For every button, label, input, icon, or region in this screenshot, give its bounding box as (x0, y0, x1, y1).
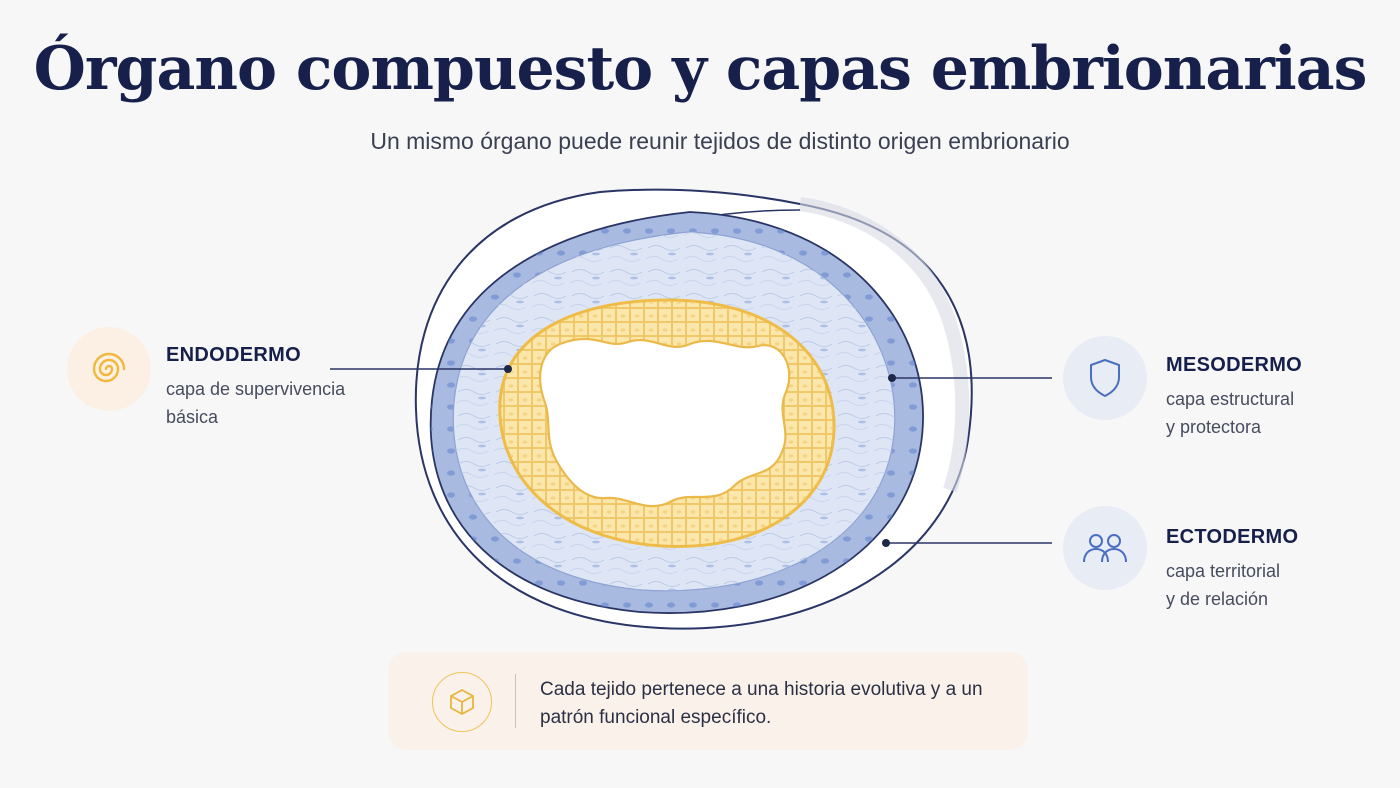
cube-icon (450, 689, 474, 715)
spiral-icon (92, 352, 126, 383)
endodermo-title: ENDODERMO (166, 344, 301, 366)
endodermo-icon-badge (67, 327, 151, 411)
ectodermo-icon-badge (1063, 506, 1147, 590)
ectodermo-description: capa territorial y de relación (1166, 561, 1281, 609)
ectodermo-title: ECTODERMO (1166, 526, 1299, 548)
lumen (539, 337, 791, 508)
endodermo-description: capa de supervivencia básica (166, 379, 346, 427)
note-icon-badge (432, 672, 492, 732)
people-icon (1083, 534, 1127, 563)
mesodermo-description: capa estructural y protectora (1166, 389, 1295, 437)
page-subtitle: Un mismo órgano puede reunir tejidos de … (370, 128, 1070, 154)
mesodermo-title: MESODERMO (1166, 354, 1303, 376)
note-box: Cada tejido pertenece a una historia evo… (388, 652, 1028, 750)
ectodermo-label: ECTODERMO capa territorial y de relación (1166, 526, 1366, 613)
note-text: Cada tejido pertenece a una historia evo… (540, 679, 983, 728)
endodermo-label: ENDODERMO capa de supervivencia básica (166, 344, 386, 431)
mesodermo-icon-badge (1063, 336, 1147, 420)
shield-icon (1090, 359, 1120, 397)
mesodermo-label: MESODERMO capa estructural y protectora (1166, 354, 1366, 441)
note-divider (515, 674, 516, 728)
page-title: Órgano compuesto y capas embrionarias (33, 34, 1368, 104)
